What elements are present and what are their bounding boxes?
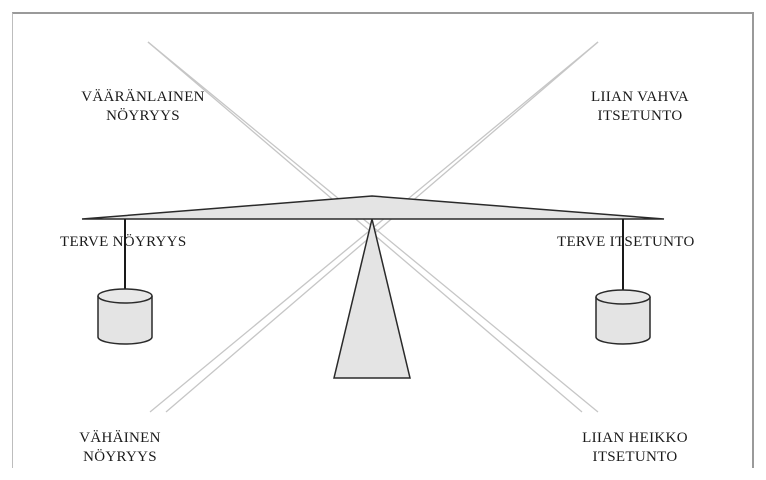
diagonal-line-top-left-2	[147, 41, 583, 413]
label-top-left: VÄÄRÄNLAINEN NÖYRYYS	[58, 88, 228, 126]
label-top-left-line-1: VÄÄRÄNLAINEN	[81, 89, 205, 105]
label-left-pan-line-1: TERVE NÖYRYYS	[60, 234, 187, 250]
label-top-left-line-2: NÖYRYYS	[106, 108, 180, 124]
label-top-right-line-2: ITSETUNTO	[597, 108, 683, 124]
right-weight	[595, 289, 651, 345]
label-top-right: LIIAN VAHVA ITSETUNTO	[560, 88, 720, 126]
label-bottom-left: VÄHÄINEN NÖYRYYS	[60, 429, 180, 467]
label-right-pan: TERVE ITSETUNTO	[557, 233, 695, 252]
label-bottom-left-line-2: NÖYRYYS	[83, 449, 157, 465]
label-bottom-left-line-1: VÄHÄINEN	[79, 430, 161, 446]
diagonal-line-top-right-2	[165, 41, 599, 413]
diagram-frame	[12, 12, 754, 468]
label-bottom-right-line-2: ITSETUNTO	[592, 449, 678, 465]
label-top-right-line-1: LIIAN VAHVA	[591, 89, 689, 105]
label-left-pan: TERVE NÖYRYYS	[60, 233, 186, 252]
label-bottom-right-line-1: LIIAN HEIKKO	[582, 430, 688, 446]
balance-stand	[333, 218, 411, 379]
label-bottom-right: LIIAN HEIKKO ITSETUNTO	[560, 429, 710, 467]
label-right-pan-line-1: TERVE ITSETUNTO	[557, 234, 695, 250]
left-weight	[97, 288, 153, 345]
balance-beam	[81, 195, 665, 220]
